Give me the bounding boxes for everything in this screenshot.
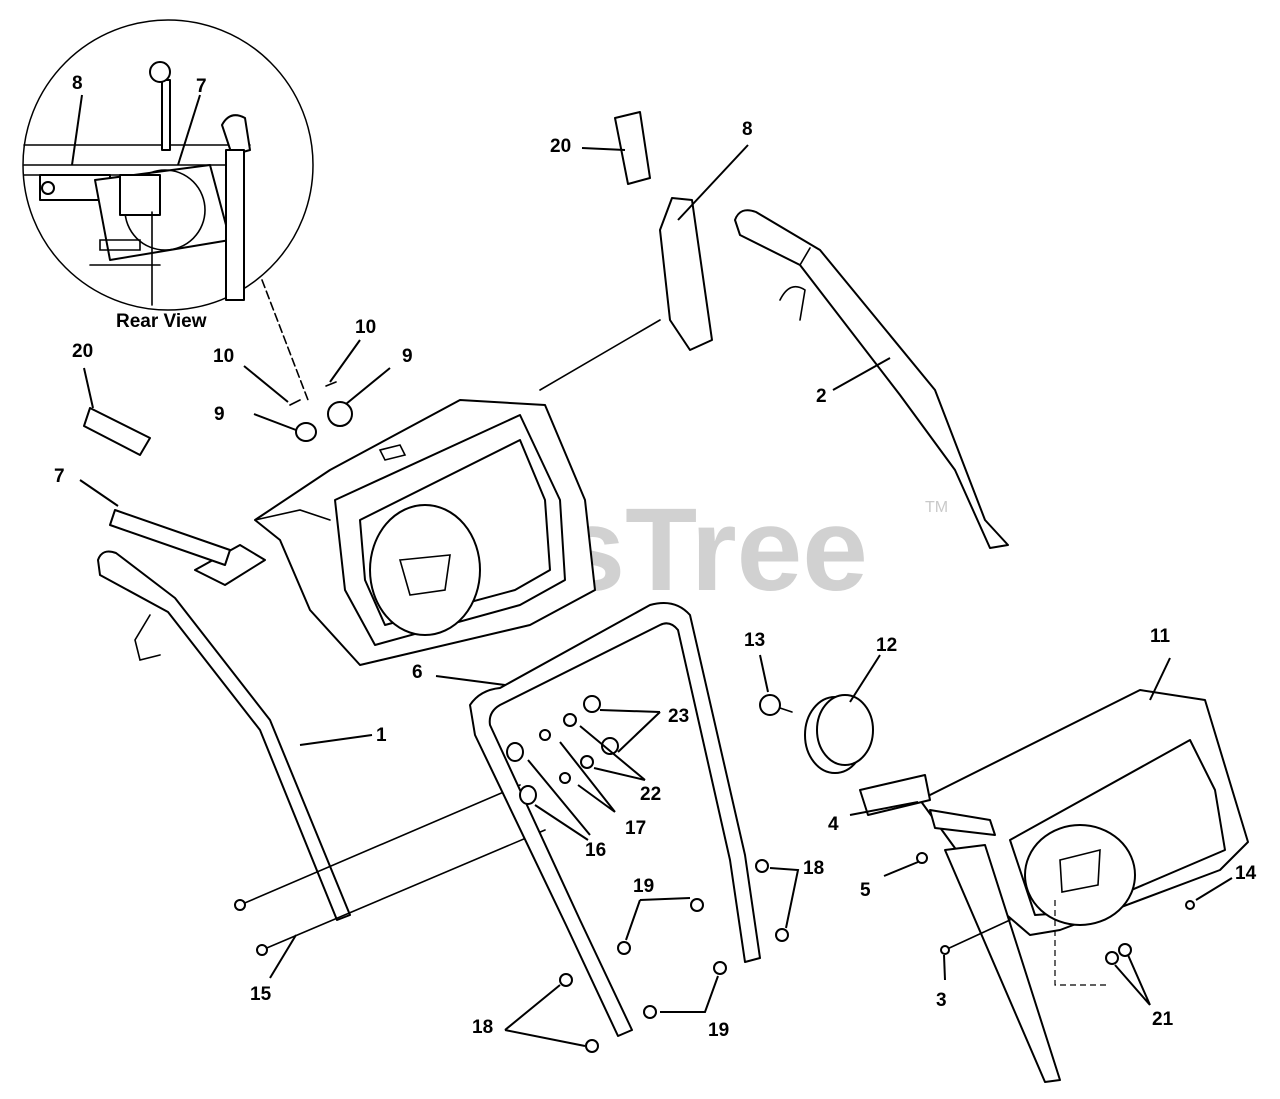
callout-8: 8 <box>742 119 753 140</box>
callout-18-left: 18 <box>472 1017 493 1038</box>
callout-15: 15 <box>250 984 272 1005</box>
callout-18-right: 18 <box>803 858 824 879</box>
callout-13: 13 <box>744 630 765 651</box>
callout-7-inset: 7 <box>196 76 207 97</box>
callout-7: 7 <box>54 466 65 487</box>
callout-19-lower: 19 <box>708 1020 729 1041</box>
callout-23: 23 <box>668 706 689 727</box>
inset-caption: Rear View <box>116 311 207 332</box>
part-13-knob: 13 <box>744 630 793 716</box>
callout-11: 11 <box>1150 626 1171 647</box>
callout-1: 1 <box>376 725 387 746</box>
housing-hardware: 4 5 3 14 21 <box>828 801 1257 1030</box>
part-6-frame: 6 <box>412 602 761 1037</box>
callout-5: 5 <box>860 880 871 901</box>
part-7-bracket: 7 <box>54 466 231 566</box>
upper-housing-panel <box>194 399 596 666</box>
callout-16: 16 <box>585 840 606 861</box>
part-1-left-handle: 1 <box>97 550 387 921</box>
watermark-trademark: TM <box>925 499 948 516</box>
part-2-right-handle: 2 <box>734 209 1009 549</box>
callout-10-left: 10 <box>213 346 234 367</box>
callout-20-left: 20 <box>72 341 93 362</box>
callout-2: 2 <box>816 386 827 407</box>
part-12-headlight: 12 <box>804 635 897 774</box>
callout-9-right: 9 <box>402 346 413 367</box>
parts-9-10: 9 9 10 10 <box>213 317 413 442</box>
callout-6: 6 <box>412 662 423 683</box>
part-15-bolts: 15 <box>234 784 546 1005</box>
callout-19-upper: 19 <box>633 876 654 897</box>
part-11-lower-housing: 11 <box>859 626 1249 1083</box>
callout-21: 21 <box>1152 1009 1174 1030</box>
callout-20-top: 20 <box>550 136 571 157</box>
callout-9-left: 9 <box>214 404 225 425</box>
frame-hardware: 16 17 22 23 <box>506 695 689 861</box>
inset-pointer-line <box>261 279 309 401</box>
frame-fasteners: 19 19 18 18 <box>472 858 824 1053</box>
callout-22: 22 <box>640 784 661 805</box>
rear-view-inset: Rear View 8 7 <box>22 19 314 332</box>
callout-4: 4 <box>828 814 839 835</box>
callout-12: 12 <box>876 635 897 656</box>
callout-3: 3 <box>936 990 947 1011</box>
callout-17: 17 <box>625 818 646 839</box>
part-20-left-grip: 20 <box>72 341 151 456</box>
callout-10-right: 10 <box>355 317 376 338</box>
part-8-lever: 8 <box>539 119 753 391</box>
callout-14: 14 <box>1235 863 1257 884</box>
part-20-top-grip: 20 <box>550 111 651 185</box>
callout-8-inset: 8 <box>72 73 83 94</box>
